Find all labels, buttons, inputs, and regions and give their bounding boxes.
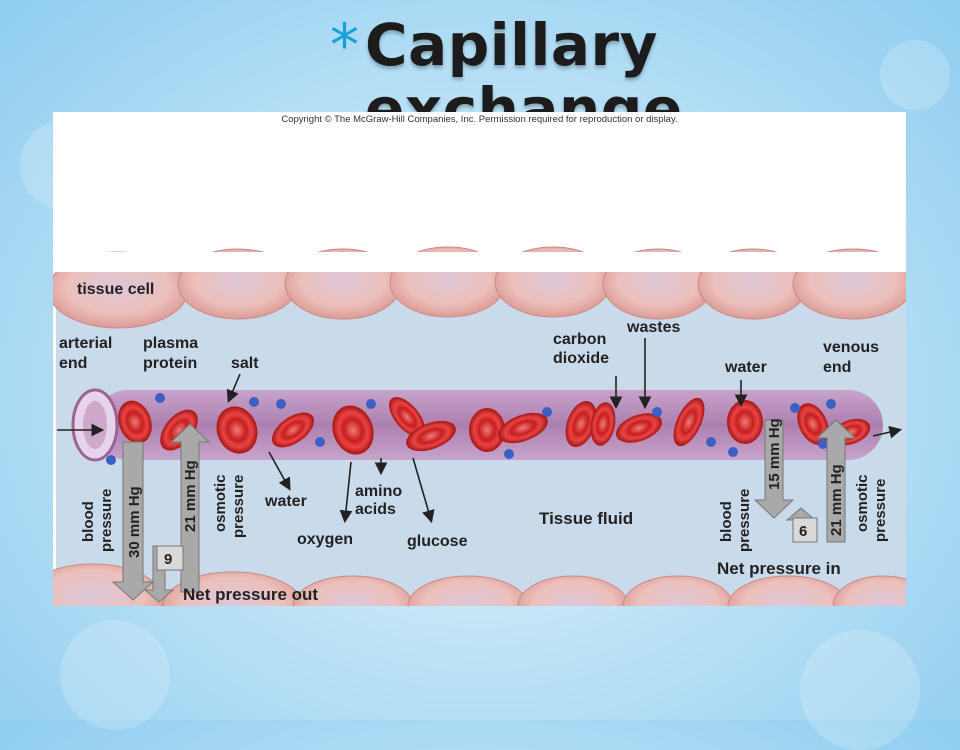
label-water-top: water	[724, 359, 767, 376]
copyright-notice: Copyright © The McGraw-Hill Companies, I…	[281, 114, 678, 125]
label-arrows	[57, 338, 903, 524]
label-venous: venous	[823, 339, 879, 356]
label-blood-left: blood	[80, 501, 97, 542]
label-dioxide: dioxide	[553, 350, 609, 367]
label-bp-left-value: 30 mm Hg	[126, 486, 143, 558]
label-salt: salt	[231, 355, 259, 372]
background-bokeh	[800, 630, 920, 750]
capillary-diagram: tissue cell arterial end plasma protein …	[53, 246, 906, 606]
label-arterial: arterial	[59, 335, 112, 352]
label-pressure-right: pressure	[736, 489, 753, 552]
label-arterial-end: end	[59, 355, 87, 372]
slide-title: * Capillary exchange	[330, 11, 960, 140]
label-net-out-value: 9	[164, 551, 172, 568]
label-water-bottom: water	[264, 493, 307, 510]
label-wastes: wastes	[626, 319, 680, 336]
title-bullet: *	[330, 11, 359, 79]
label-osmotic-right: osmotic	[854, 474, 871, 532]
label-amino: amino	[355, 483, 402, 500]
label-blood-right: blood	[718, 501, 735, 542]
background-bokeh	[880, 40, 950, 110]
label-plasma: plasma	[143, 335, 198, 352]
net-in-box	[792, 517, 818, 543]
label-bp-right-value: 15 mm Hg	[766, 418, 783, 490]
label-pressure-left: pressure	[98, 489, 115, 552]
label-acids: acids	[355, 501, 396, 518]
label-carbon: carbon	[553, 331, 606, 348]
label-op-right-value: 21 mm Hg	[828, 464, 845, 536]
label-osmotic-pressure-left: pressure	[230, 475, 247, 538]
label-protein: protein	[143, 355, 197, 372]
label-glucose: glucose	[407, 533, 468, 550]
label-venous-end: end	[823, 359, 851, 376]
capillary-exchange-figure: Copyright © The McGraw-Hill Companies, I…	[53, 112, 906, 606]
label-tissue-cell: tissue cell	[77, 281, 154, 298]
label-osmotic-pressure-right: pressure	[872, 479, 889, 542]
net-out-box	[156, 545, 184, 571]
label-net-in-value: 6	[799, 523, 807, 540]
label-oxygen: oxygen	[297, 531, 353, 548]
label-tissue-fluid: Tissue fluid	[539, 509, 633, 528]
background-bokeh	[60, 620, 170, 730]
label-op-left-value: 21 mm Hg	[182, 460, 199, 532]
label-osmotic-left: osmotic	[212, 474, 229, 532]
label-net-pressure-out: Net pressure out	[183, 585, 318, 604]
plasma-protein-dots	[106, 393, 836, 465]
label-net-pressure-in: Net pressure in	[717, 559, 841, 578]
